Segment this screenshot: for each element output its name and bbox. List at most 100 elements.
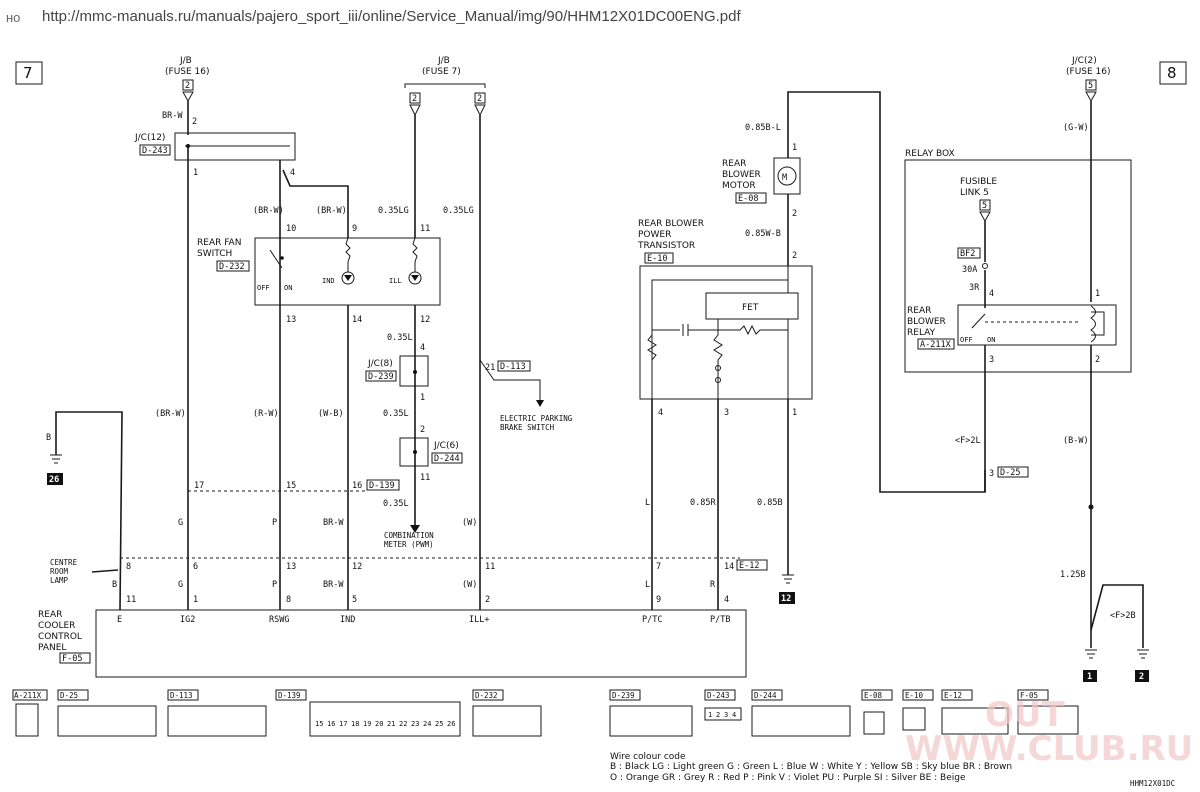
d139-pin-15: 15 (286, 481, 296, 491)
svg-text:18: 18 (351, 720, 359, 728)
legend-line1: B : Black LG : Light green G : Green L :… (610, 762, 1012, 772)
svg-text:17: 17 (339, 720, 347, 728)
rfs-pin-12: 12 (420, 315, 430, 325)
rfs-pin-9: 9 (352, 224, 357, 234)
svg-text:4: 4 (732, 711, 736, 719)
panel-wire-l: L (645, 580, 650, 590)
comb-meter-1: COMBINATION (384, 531, 434, 540)
pt-pin-4: 4 (658, 408, 663, 418)
conn-d113: D-113 (170, 691, 193, 700)
jc12-box (174, 132, 296, 161)
relay-pin-4: 4 (989, 289, 994, 299)
svg-text:19: 19 (363, 720, 371, 728)
panel-title1: REAR (38, 610, 62, 620)
jc6-wire-below: 0.35L (383, 499, 409, 509)
conn-e12: E-12 (944, 691, 962, 700)
browser-address-bar[interactable]: но http://mmc-manuals.ru/manuals/pajero_… (0, 0, 1200, 40)
motor-wire-below: 0.85W-B (745, 229, 781, 239)
ground-26: 26 (49, 475, 59, 485)
wire-brw-lower: BR-W (323, 518, 344, 528)
jc8-wire-below: 0.35L (383, 409, 409, 419)
relay-box (904, 159, 1132, 373)
svg-text:26: 26 (447, 720, 455, 728)
motor-wire-top: 0.85B-L (745, 123, 781, 133)
motor-title1: REAR (722, 159, 746, 169)
svg-text:20: 20 (375, 720, 383, 728)
pt-wire-l: L (645, 498, 650, 508)
jb-left-pin: 2 (185, 81, 190, 91)
panel-pin-5: 5 (352, 595, 357, 605)
wire-035lg-1: 0.35LG (378, 206, 409, 216)
pt-title3: TRANSISTOR (637, 241, 695, 251)
wire-br-w-2: (BR-W) (316, 206, 347, 216)
relay-inner-box (957, 304, 1117, 346)
connector-faces: A-211X D-25 D-113 D-139 D-232 D-239 D-24… (12, 689, 1079, 737)
parking-pin: 21 (485, 363, 495, 373)
parking-code: D-113 (500, 362, 526, 372)
watermark-1: OUT (985, 695, 1066, 735)
motor-code: E-08 (738, 194, 758, 204)
link-label: LINK 5 (960, 188, 989, 198)
wire-w: (W) (462, 518, 477, 528)
switch-contact (269, 249, 283, 269)
legend-title: Wire colour code (610, 752, 686, 762)
jc8-title: J/C(8) (367, 359, 393, 369)
relay-switch (971, 313, 986, 329)
conn-a211x: A-211X (14, 691, 42, 700)
svg-text:21: 21 (387, 720, 395, 728)
url-text[interactable]: http://mmc-manuals.ru/manuals/pajero_spo… (42, 8, 741, 25)
fet-box (705, 292, 799, 320)
motor-pin2: 2 (792, 209, 797, 219)
conn-d243: D-243 (707, 691, 730, 700)
fet-label: FET (742, 303, 759, 313)
parking-label1: ELECTRIC PARKING (500, 414, 573, 423)
ind-label: IND (322, 277, 335, 285)
jc12-pin1: 1 (193, 168, 198, 178)
conn-d139: D-139 (278, 691, 301, 700)
d25-pin: 3 (989, 469, 994, 479)
jc6-code: D-244 (434, 454, 460, 464)
relay-pin-1: 1 (1095, 289, 1100, 299)
e12-pin-13: 13 (286, 562, 296, 572)
wire-p: P (272, 518, 277, 528)
conn-d25: D-25 (60, 691, 78, 700)
ground-1: 1 (1087, 672, 1092, 682)
relay-on: ON (987, 336, 995, 344)
parking-label2: BRAKE SWITCH (500, 423, 555, 432)
relay-off: OFF (960, 336, 973, 344)
panel-term-e: E (117, 615, 122, 625)
jc8-pin-top: 4 (420, 343, 425, 353)
pt-title1: REAR BLOWER (638, 219, 704, 229)
d139-face-pins: 15 16 17 18 19 20 21 22 23 24 25 26 (315, 720, 455, 728)
rfs-pin-14: 14 (352, 315, 362, 325)
relay-title2: BLOWER (907, 317, 946, 327)
panel-wire-r: R (710, 580, 716, 590)
panel-term-ind: IND (340, 615, 355, 625)
rfs-pin-10: 10 (286, 224, 296, 234)
svg-text:3: 3 (724, 711, 728, 719)
svg-text:24: 24 (423, 720, 431, 728)
rear-fan-title: REAR FAN (197, 238, 241, 248)
lamp-l1: CENTRE (50, 558, 78, 567)
bf2-label: BF2 (960, 249, 975, 259)
jc8-box (399, 355, 429, 387)
panel-wire-w: (W) (462, 580, 477, 590)
wire-bw: (B-W) (1063, 436, 1089, 446)
rear-fan-title2: SWITCH (197, 249, 232, 259)
e12-pin-7: 7 (656, 562, 661, 572)
panel-pin-8: 8 (286, 595, 291, 605)
jc8-wire-above: 0.35L (387, 333, 413, 343)
relay-pin-2: 2 (1095, 355, 1100, 365)
doc-code: HHM12X01DC (1130, 779, 1175, 788)
conn-d232: D-232 (475, 691, 498, 700)
rfs-off: OFF (257, 284, 270, 292)
jc8-pin-bottom: 1 (420, 393, 425, 403)
jb-left-title: J/B (179, 56, 192, 66)
panel-wire-brw: BR-W (323, 580, 344, 590)
panel-term-rswg: RSWG (269, 615, 289, 625)
jb-mid-pin-2: 2 (477, 94, 482, 104)
wire-035lg-2: 0.35LG (443, 206, 474, 216)
watermark-2: WWW.CLUB.RU (905, 729, 1193, 769)
lamp-wire: B (46, 433, 51, 443)
